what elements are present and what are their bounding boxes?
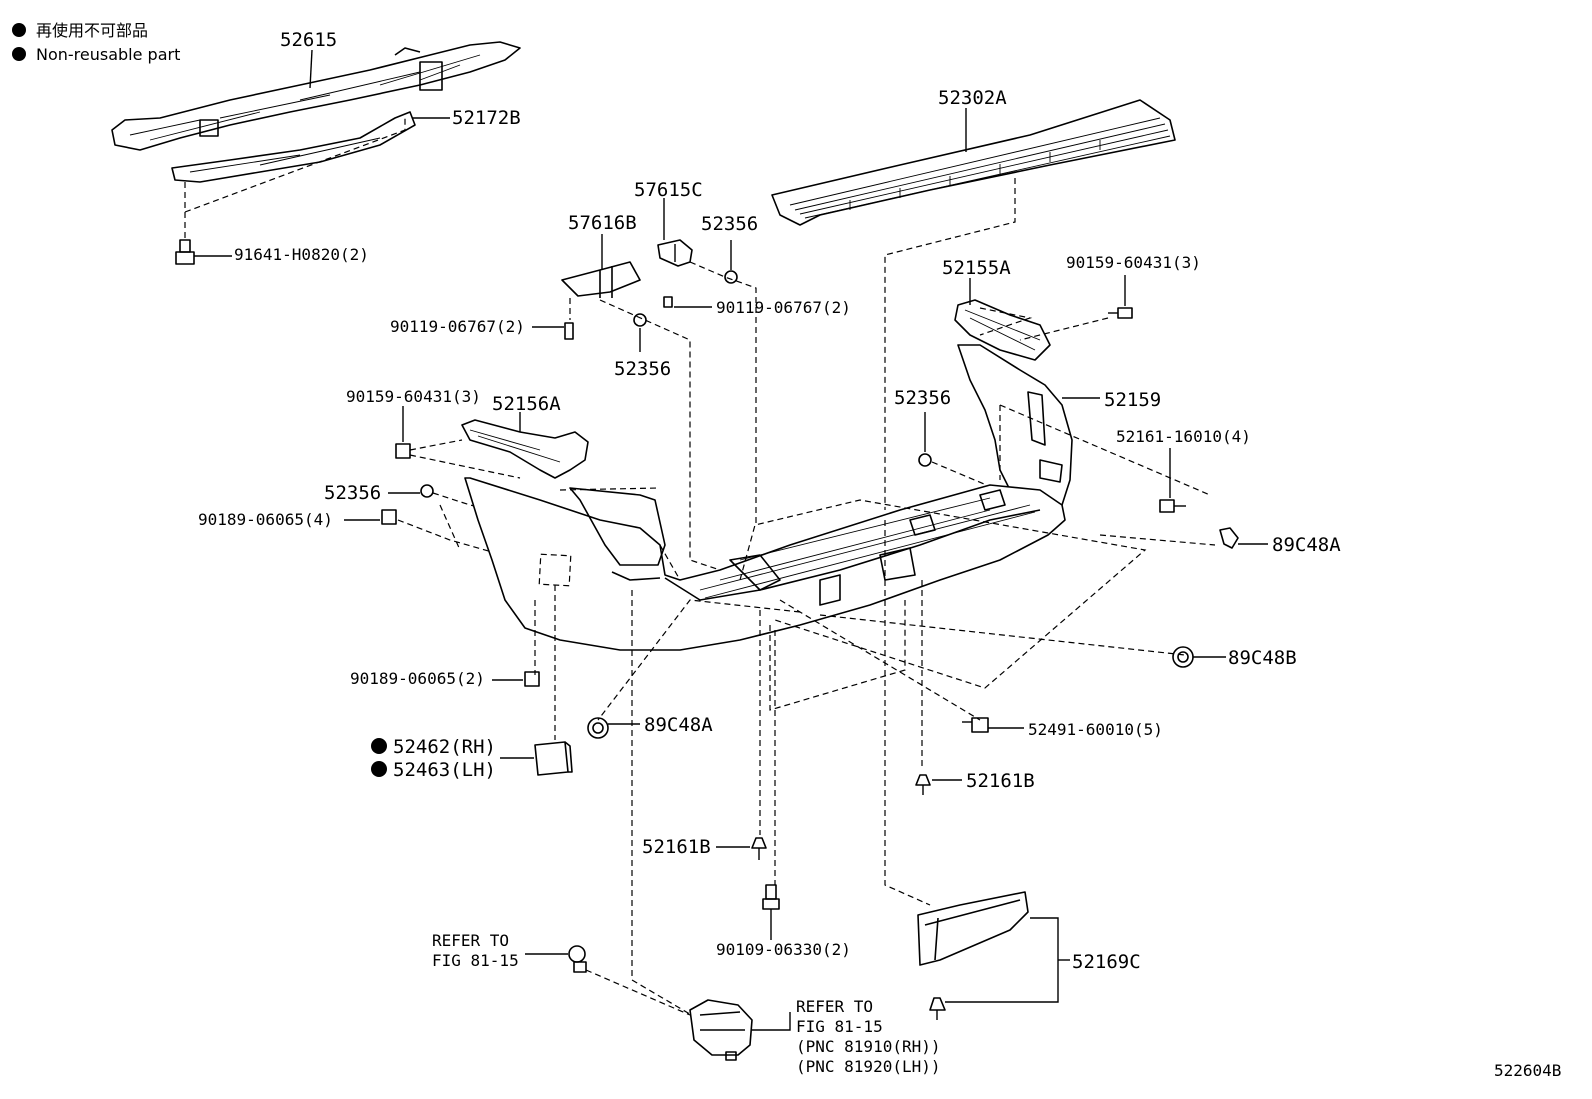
grommet-89C48A-left[interactable] <box>587 717 609 739</box>
clip-52356-d[interactable] <box>420 484 434 498</box>
refer-b-line2: FIG 81-15 <box>796 1017 883 1036</box>
clip-52161B-center[interactable] <box>751 837 767 860</box>
clip-52356-a[interactable] <box>724 270 738 284</box>
label-52155A: 52155A <box>942 257 1011 279</box>
clip-52356-b[interactable] <box>633 313 647 327</box>
label-90189-4: 90189-06065(4) <box>198 510 333 529</box>
label-52156A: 52156A <box>492 393 561 415</box>
non-reusable-marker-icon <box>12 47 26 61</box>
bolt-90109[interactable] <box>762 884 780 910</box>
legend: 再使用不可部品 Non-reusable part <box>12 21 180 64</box>
grommet-89C48B[interactable] <box>1172 646 1194 668</box>
clip-52356-c[interactable] <box>918 453 932 467</box>
label-52159: 52159 <box>1104 389 1161 411</box>
part-57615C[interactable] <box>657 239 693 267</box>
label-52356-c: 52356 <box>894 387 951 409</box>
label-90119-b: 90119-06767(2) <box>716 298 851 317</box>
clip-52169C-pin[interactable] <box>929 997 946 1020</box>
part-52172B[interactable] <box>171 111 416 183</box>
label-52161B-center: 52161B <box>642 836 711 858</box>
part-fog-lamp-housing[interactable] <box>689 999 753 1061</box>
legend-en: Non-reusable part <box>36 45 180 64</box>
part-52462-52463[interactable] <box>534 741 573 776</box>
label-52356-d: 52356 <box>324 482 381 504</box>
screw-refer-fig81-15-a[interactable] <box>568 945 587 973</box>
label-57615C: 57615C <box>634 179 703 201</box>
refer-a-line1: REFER TO <box>432 931 509 950</box>
label-90109: 90109-06330(2) <box>716 940 851 959</box>
nut-90189-b[interactable] <box>524 671 540 687</box>
label-52302A: 52302A <box>938 87 1007 109</box>
part-bumper-cover[interactable] <box>464 477 1066 651</box>
label-52172B: 52172B <box>452 107 521 129</box>
non-reusable-marker-icon <box>371 738 387 754</box>
pnc-rh: (PNC 81910(RH)) <box>796 1037 941 1056</box>
clip-52161B-right[interactable] <box>915 774 931 795</box>
label-52169C: 52169C <box>1072 951 1141 973</box>
bolt-90119-b[interactable] <box>663 296 673 308</box>
screw-52491[interactable] <box>962 717 989 733</box>
bolt-90159-a[interactable] <box>1108 307 1133 319</box>
label-89C48A-right: 89C48A <box>1272 534 1341 556</box>
label-90189-2: 90189-06065(2) <box>350 669 485 688</box>
part-57616B[interactable] <box>561 261 641 298</box>
bolt-90159-b[interactable] <box>395 443 411 459</box>
label-90159-a: 90159-60431(3) <box>1066 253 1201 272</box>
figure-id: 522604B <box>1494 1061 1561 1080</box>
part-52155A[interactable] <box>954 299 1051 361</box>
part-52169C[interactable] <box>917 891 1029 966</box>
refer-a-line2: FIG 81-15 <box>432 951 519 970</box>
part-52302A[interactable] <box>771 99 1176 226</box>
label-52161-16010: 52161-16010(4) <box>1116 427 1251 446</box>
refer-b-line1: REFER TO <box>796 997 873 1016</box>
label-52491: 52491-60010(5) <box>1028 720 1163 739</box>
bolt-52161-16010[interactable] <box>1159 499 1186 513</box>
label-52356-a: 52356 <box>701 213 758 235</box>
bolt-90119-a[interactable] <box>564 322 574 340</box>
pnc-lh: (PNC 81920(LH)) <box>796 1057 941 1076</box>
label-89C48A-left: 89C48A <box>644 714 713 736</box>
non-reusable-marker-icon <box>12 23 26 37</box>
clip-89C48A-right[interactable] <box>1219 527 1239 549</box>
non-reusable-marker-icon <box>371 761 387 777</box>
label-90159-b: 90159-60431(3) <box>346 387 481 406</box>
label-91641: 91641-H0820(2) <box>234 245 369 264</box>
part-52615[interactable] <box>111 41 521 151</box>
label-57616B: 57616B <box>568 212 637 234</box>
label-52463: 52463(LH) <box>393 759 496 781</box>
label-52161B-right: 52161B <box>966 770 1035 792</box>
legend-jp: 再使用不可部品 <box>36 21 148 40</box>
bolt-91641[interactable] <box>175 239 195 265</box>
label-52356-b: 52356 <box>614 358 671 380</box>
label-52462: 52462(RH) <box>393 736 496 758</box>
label-90119-a: 90119-06767(2) <box>390 317 525 336</box>
label-52615: 52615 <box>280 29 337 51</box>
nut-90189-a[interactable] <box>381 509 397 525</box>
label-89C48B: 89C48B <box>1228 647 1297 669</box>
